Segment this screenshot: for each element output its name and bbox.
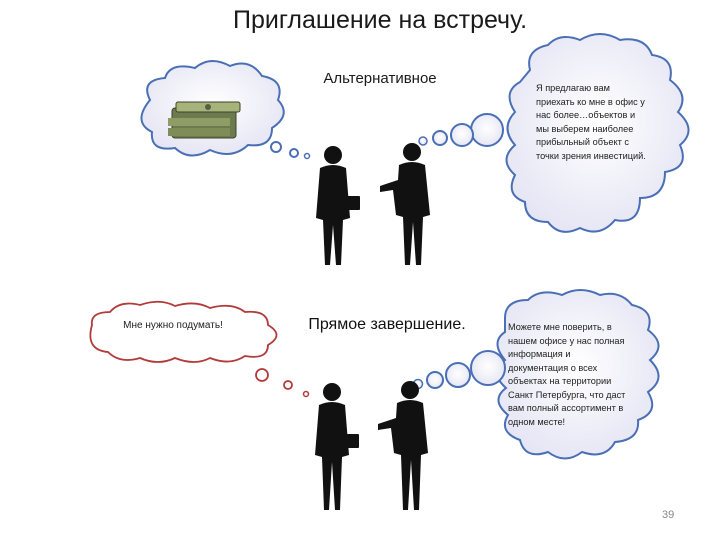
businessmen-top-icon — [316, 143, 430, 265]
thinking-bubble-text: Мне нужно подумать! — [123, 320, 223, 331]
section-label-alternative: Альтернативное — [323, 70, 437, 87]
slide-title: Приглашение на встречу. — [232, 6, 528, 34]
proposal-bubble-text: Я предлагаю вам приехать ко мне в офис у… — [536, 83, 646, 161]
money-thought-cloud — [140, 60, 311, 160]
trust-bubble-text: Можете мне поверить, в нашем офисе у нас… — [508, 322, 626, 427]
page-number: 39 — [662, 509, 675, 521]
trust-thought-cloud — [412, 289, 660, 460]
money-stack-icon — [168, 101, 241, 139]
section-label-direct-close: Прямое завершение. — [308, 316, 466, 333]
proposal-thought-cloud — [418, 33, 690, 233]
thinking-thought-cloud — [89, 300, 310, 398]
businessmen-bottom-icon — [315, 381, 428, 510]
